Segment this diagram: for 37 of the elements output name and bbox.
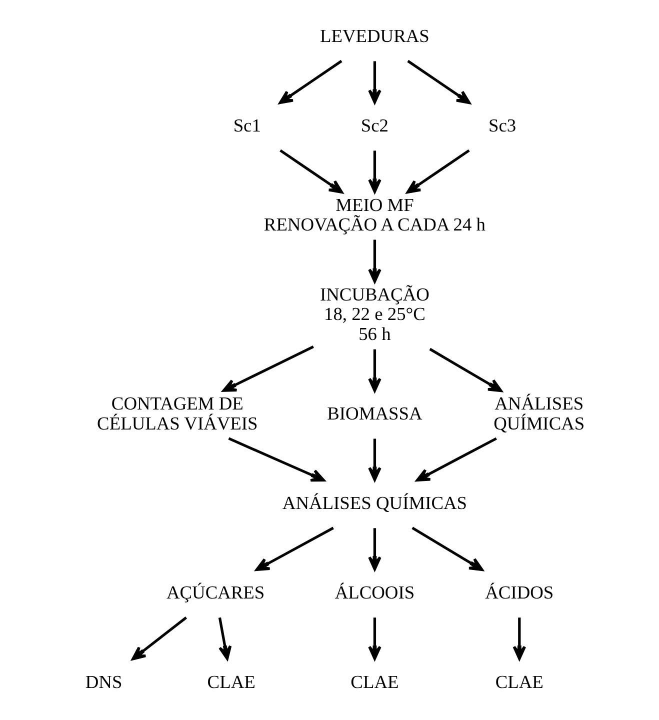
arrow [512,618,526,660]
node-text: ANÁLISES QUÍMICAS [493,394,584,434]
arrow [218,617,232,660]
arrow [368,150,381,194]
arrow [368,61,381,104]
arrow [406,60,470,104]
node-text: AÇÚCARES [166,582,264,602]
node-text: LEVEDURAS [320,26,429,46]
arrow [228,437,324,482]
arrow [368,438,381,482]
node-text: CONTAGEM DE CÉLULAS VIÁVEIS [96,394,258,434]
arrow [254,526,334,571]
node-text: BIOMASSA [326,403,422,424]
node-text: CLAE [206,672,255,692]
arrow [415,437,496,482]
node-text: Sc1 [232,115,260,136]
arrow [278,60,342,104]
arrow [406,149,470,194]
node-text: DNS [84,672,122,692]
arrow [368,349,381,392]
node-text: ÁLCOOIS [334,582,414,602]
arrow [368,528,381,571]
arrow [411,526,483,571]
arrow [131,616,186,660]
arrow [222,345,314,392]
arrow [279,149,342,194]
arrow [368,240,381,283]
node-text: MEIO MF RENOVAÇÃO A CADA 24 h [263,194,486,235]
node-text: Sc2 [360,115,388,136]
node-text: Sc3 [488,115,516,136]
node-text: INCUBAÇÃO 18, 22 e 25°C 56 h [320,284,429,344]
arrow [368,618,381,660]
arrow [428,348,502,392]
node-text: CLAE [350,672,398,692]
node-text: ANÁLISES QUÍMICAS [282,492,467,513]
node-text: CLAE [494,672,543,692]
node-text: ÁCIDOS [484,582,554,602]
